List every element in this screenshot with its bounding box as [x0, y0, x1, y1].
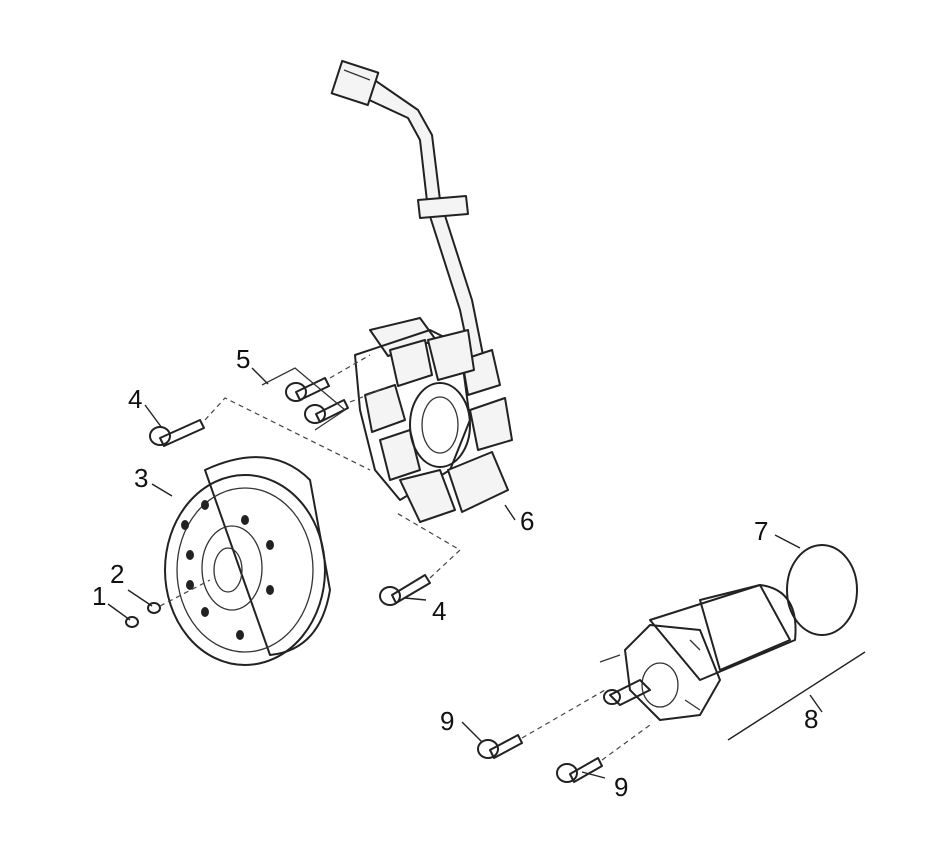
- bolt-4-upper: [149, 419, 205, 447]
- callout-3: 3: [134, 463, 148, 493]
- callout-9-upper: 9: [440, 706, 454, 736]
- stator-screws: [261, 354, 386, 431]
- callout-4-lower: 4: [432, 596, 446, 626]
- flywheel: [164, 456, 331, 666]
- callout-6: 6: [520, 506, 534, 536]
- leader-lines: [107, 367, 823, 779]
- starter-bolt-upper: [477, 734, 523, 759]
- callout-2: 2: [110, 559, 124, 589]
- bolt-4-lower: [379, 574, 431, 606]
- flywheel-nut: [125, 616, 139, 628]
- callout-4-upper: 4: [128, 384, 142, 414]
- callout-8: 8: [804, 704, 818, 734]
- callout-5: 5: [236, 344, 250, 374]
- stator-assembly: [354, 317, 513, 523]
- callout-9-lower: 9: [614, 772, 628, 802]
- callout-7: 7: [754, 516, 768, 546]
- callout-1: 1: [92, 581, 106, 611]
- starter-o-ring: [786, 544, 858, 636]
- starter-bolt-lower: [556, 757, 603, 783]
- starter-motor: [599, 584, 797, 721]
- flywheel-washer: [147, 602, 161, 614]
